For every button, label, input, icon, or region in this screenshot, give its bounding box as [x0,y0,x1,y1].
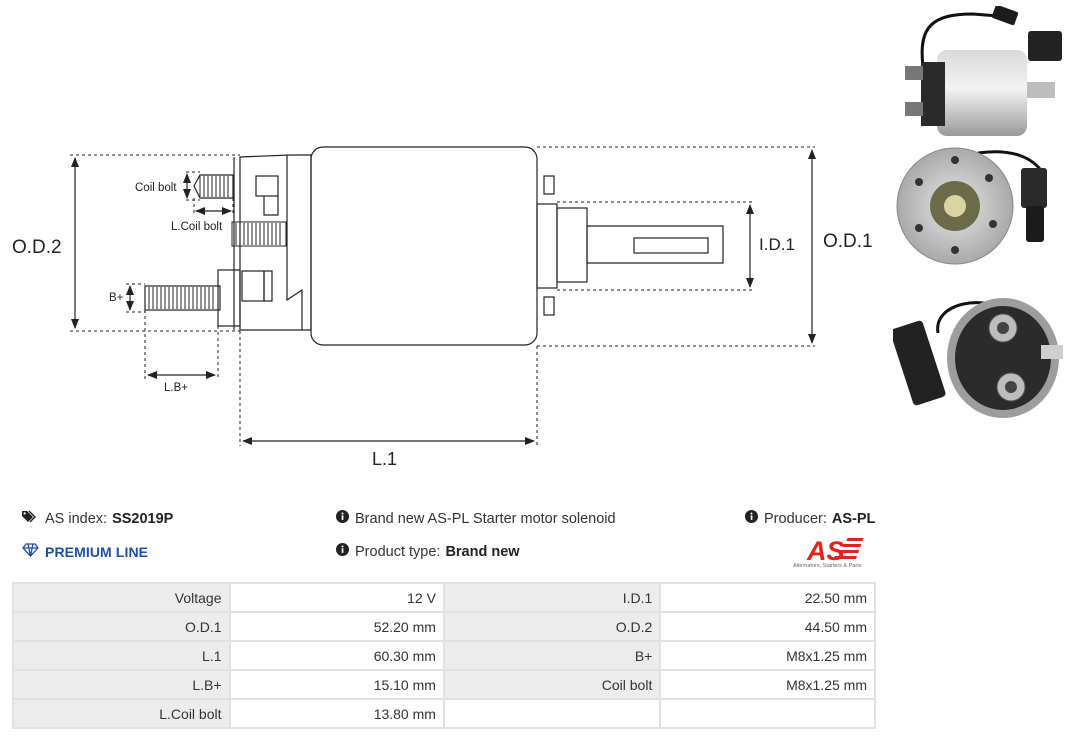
spec-label: Coil bolt [442,669,662,700]
od1-label: O.D.1 [823,231,873,252]
info-icon [336,510,349,527]
product-type-value: Brand new [445,543,520,560]
od2-label: O.D.2 [12,237,62,258]
premium-line: PREMIUM LINE [22,543,148,560]
tags-icon [22,510,39,527]
product-type-label: Product type: [355,543,441,560]
solenoid-technical-drawing: O.D.2 O.D.1 I.D.1 L.1 Coil bolt L.Coil b… [12,146,873,469]
producer-label: Producer: [764,510,827,527]
as-index: AS index: SS2019P [22,510,173,527]
product-photo-side [905,6,1062,136]
spec-label: L.Coil bolt [12,698,231,729]
as-index-label: AS index: [45,510,108,527]
spec-label: O.D.2 [442,611,662,642]
plunger [586,225,724,264]
coil-bolt [193,174,234,199]
b-plus-bolt [144,285,221,311]
spec-value: M8x1.25 mm [659,669,876,700]
spec-value: 22.50 mm [659,582,876,613]
as-pl-logo: AS [806,536,864,566]
b-plus-label: B+ [109,292,124,304]
product-photo-front [893,298,1063,418]
spec-label: B+ [442,640,662,671]
spec-label: Voltage [12,582,231,613]
producer-value: AS-PL [831,510,876,527]
logo-subtitle: Alternators, Starters & Parts [793,563,862,569]
spec-label: O.D.1 [12,611,231,642]
l1-label: L.1 [372,449,397,469]
coil-bolt-label: Coil bolt [135,182,177,194]
product-type: Product type: Brand new [336,543,520,560]
description-text: Brand new AS-PL Starter motor solenoid [355,510,616,527]
spec-value [659,698,876,729]
spec-value: 13.80 mm [228,698,445,729]
l-coil-bolt-label: L.Coil bolt [171,221,223,233]
premium-line-label: PREMIUM LINE [45,543,149,560]
spec-value: 52.20 mm [228,611,445,642]
as-index-value: SS2019P [112,510,174,527]
spec-label: I.D.1 [442,582,662,613]
producer: Producer: AS-PL [745,510,875,527]
description: Brand new AS-PL Starter motor solenoid [336,510,616,527]
spec-value: 60.30 mm [228,640,445,671]
logo-text: AS [806,536,845,566]
spec-label [442,698,662,729]
solenoid-body [310,146,538,346]
product-photo-rear [896,147,1047,265]
info-icon [336,543,349,560]
l-b-plus-label: L.B+ [164,382,188,394]
spec-label: L.1 [12,640,231,671]
spec-value: 12 V [228,582,445,613]
diamond-icon [22,543,39,560]
info-icon [745,510,758,527]
spec-value: 15.10 mm [228,669,445,700]
spec-value: M8x1.25 mm [659,640,876,671]
spec-value: 44.50 mm [659,611,876,642]
spec-label: L.B+ [12,669,231,700]
id1-label: I.D.1 [759,235,795,254]
